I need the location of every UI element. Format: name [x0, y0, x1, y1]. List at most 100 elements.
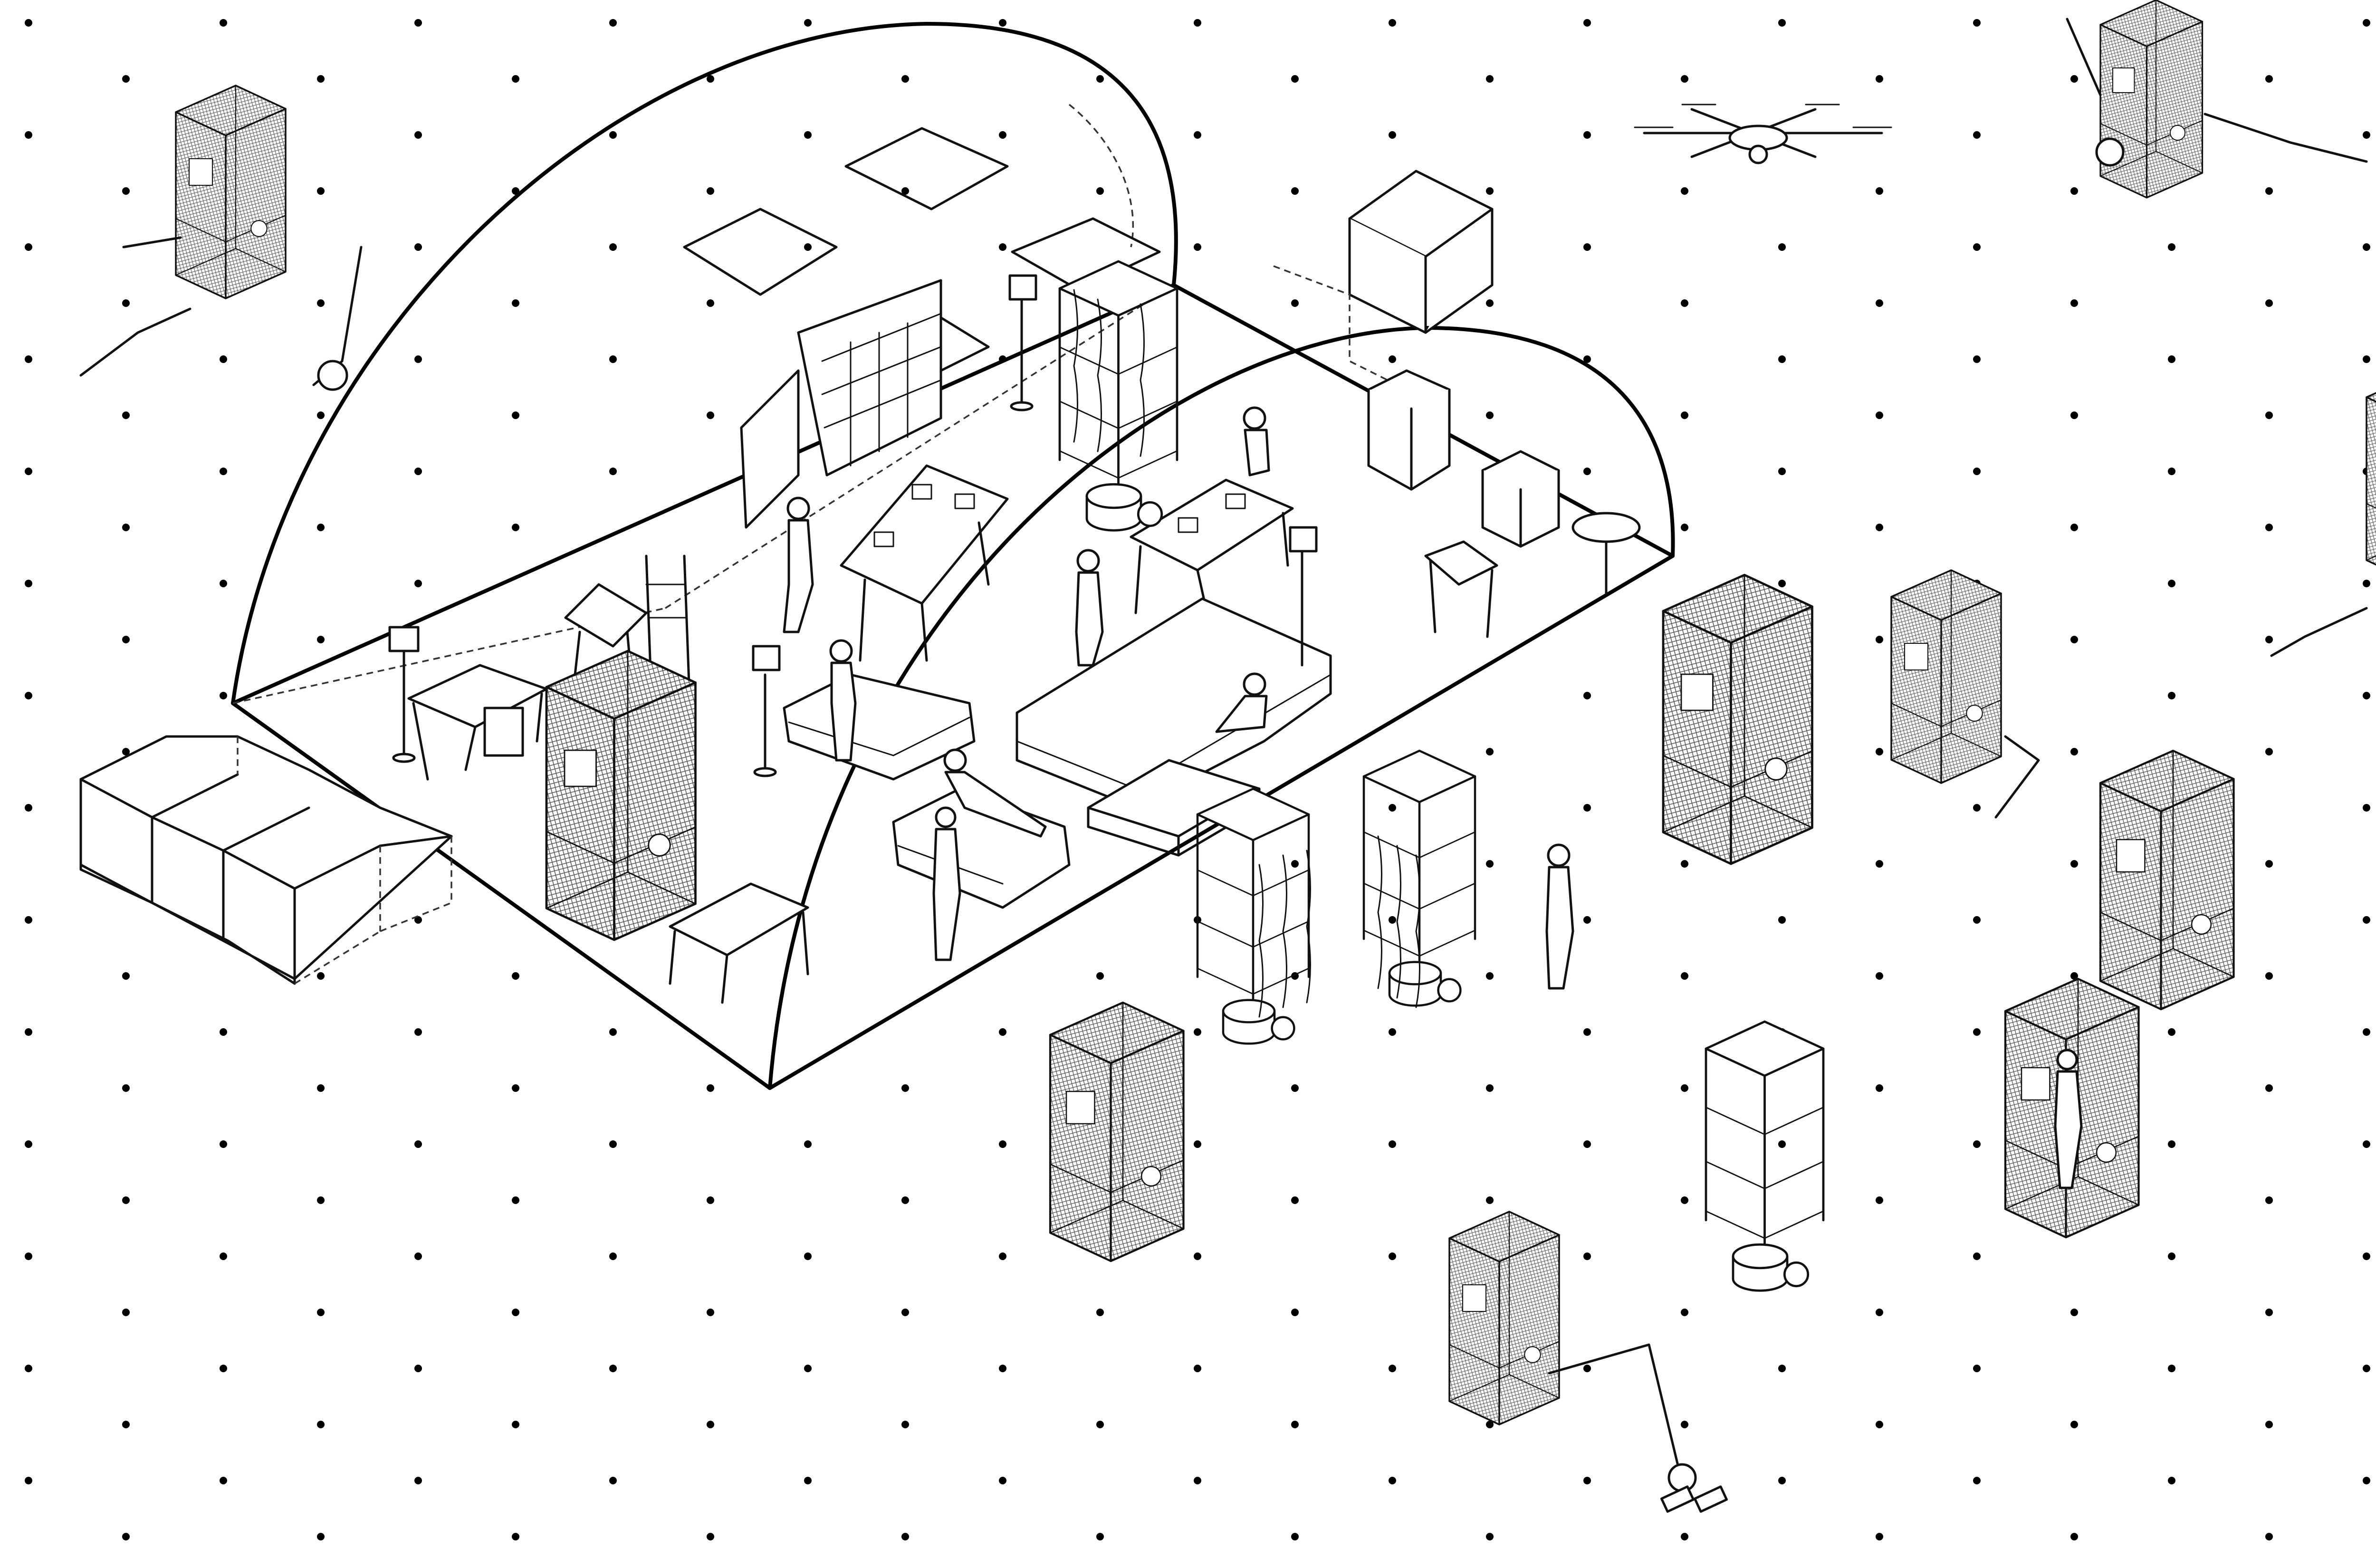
grid-dot [1681, 299, 1688, 307]
grid-dot [25, 804, 32, 812]
grid-dot [122, 1084, 130, 1092]
grid-dot [122, 299, 130, 307]
grid-dot [2363, 355, 2370, 363]
grid-dot [1583, 468, 1591, 475]
grid-dot [1194, 1252, 1201, 1260]
grid-dot [1973, 243, 1981, 251]
grid-dot [1681, 1533, 1688, 1540]
grid-dot [2070, 1533, 2078, 1540]
grid-dot [1291, 860, 1299, 868]
grid-dot [2265, 411, 2273, 419]
grid-dot [999, 1252, 1006, 1260]
grid-dot [707, 1196, 714, 1204]
grid-dot [2363, 19, 2370, 27]
grid-dot [1973, 355, 1981, 363]
grid-dot [2070, 75, 2078, 83]
grid-dot [317, 1196, 325, 1204]
grid-dot [414, 916, 422, 924]
grid-dot [2070, 860, 2078, 868]
grid-dot [2168, 580, 2175, 587]
grid-dot [2168, 1252, 2175, 1260]
grid-dot [25, 692, 32, 699]
grid-dot [1291, 1309, 1299, 1316]
grid-dot [1194, 1365, 1201, 1372]
grid-dot [1973, 916, 1981, 924]
grid-dot [317, 299, 325, 307]
grid-dot [1486, 748, 1494, 755]
grid-dot [1778, 468, 1786, 475]
grid-dot [2168, 1028, 2175, 1036]
grid-dot [414, 131, 422, 139]
grid-dot [1486, 1533, 1494, 1540]
grid-dot [1876, 1309, 1883, 1316]
grid-dot [1778, 243, 1786, 251]
grid-dot [804, 1477, 812, 1484]
grid-dot [609, 1140, 617, 1148]
grid-dot [317, 187, 325, 195]
grid-dot [1583, 355, 1591, 363]
grid-dot [122, 187, 130, 195]
grid-dot [25, 1140, 32, 1148]
grid-dot [609, 468, 617, 475]
grid-dot [25, 916, 32, 924]
grid-dot [804, 19, 812, 27]
grid-dot [122, 75, 130, 83]
grid-dot [1389, 1365, 1396, 1372]
grid-dot [122, 524, 130, 531]
grid-dot [901, 75, 909, 83]
grid-dot [707, 299, 714, 307]
grid-dot [317, 1084, 325, 1092]
grid-dot [1876, 75, 1883, 83]
grid-dot [999, 243, 1006, 251]
grid-dot [317, 411, 325, 419]
grid-dot [1583, 1365, 1591, 1372]
grid-dot [609, 19, 617, 27]
grid-dot [1194, 19, 1201, 27]
grid-dot [122, 1309, 130, 1316]
grid-dot [1583, 1028, 1591, 1036]
grid-dot [1096, 1533, 1104, 1540]
grid-dot [220, 580, 227, 587]
grid-dot [1681, 524, 1688, 531]
grid-dot [2363, 1477, 2370, 1484]
grid-dot [414, 355, 422, 363]
grid-dot [1973, 19, 1981, 27]
grid-dot [317, 524, 325, 531]
grid-dot [707, 1084, 714, 1092]
grid-dot [512, 524, 519, 531]
grid-dot [220, 19, 227, 27]
drone [1634, 104, 1892, 164]
grid-dot [901, 187, 909, 195]
grid-dot [25, 580, 32, 587]
grid-dot [999, 1028, 1006, 1036]
grid-dot [122, 1421, 130, 1428]
grid-dot [1973, 1028, 1981, 1036]
grid-dot [317, 636, 325, 643]
grid-dot [1681, 411, 1688, 419]
grid-dot [25, 243, 32, 251]
grid-dot [2363, 1365, 2370, 1372]
people [783, 406, 2083, 1189]
rooftop-box [1273, 170, 1494, 400]
grid-dot [1778, 19, 1786, 27]
grid-dot [220, 1140, 227, 1148]
grid-dot [1486, 972, 1494, 980]
grid-dot [1389, 804, 1396, 812]
grid-dot [2265, 524, 2273, 531]
grid-dot [1389, 1028, 1396, 1036]
grid-dot [707, 1421, 714, 1428]
grid-dot [2265, 636, 2273, 643]
grid-dot [2265, 1196, 2273, 1204]
grid-dot [1194, 243, 1201, 251]
grid-dot [1681, 75, 1688, 83]
modular-box-stack [79, 735, 453, 985]
grid-dot [2070, 636, 2078, 643]
grid-dot [1389, 916, 1396, 924]
grid-dot [1389, 1252, 1396, 1260]
grid-dot [2363, 1140, 2370, 1148]
grid-dot [1194, 1140, 1201, 1148]
grid-dot [2363, 916, 2370, 924]
grid-dot [2070, 187, 2078, 195]
grid-dot [1096, 1309, 1104, 1316]
grid-dot [122, 1533, 130, 1540]
